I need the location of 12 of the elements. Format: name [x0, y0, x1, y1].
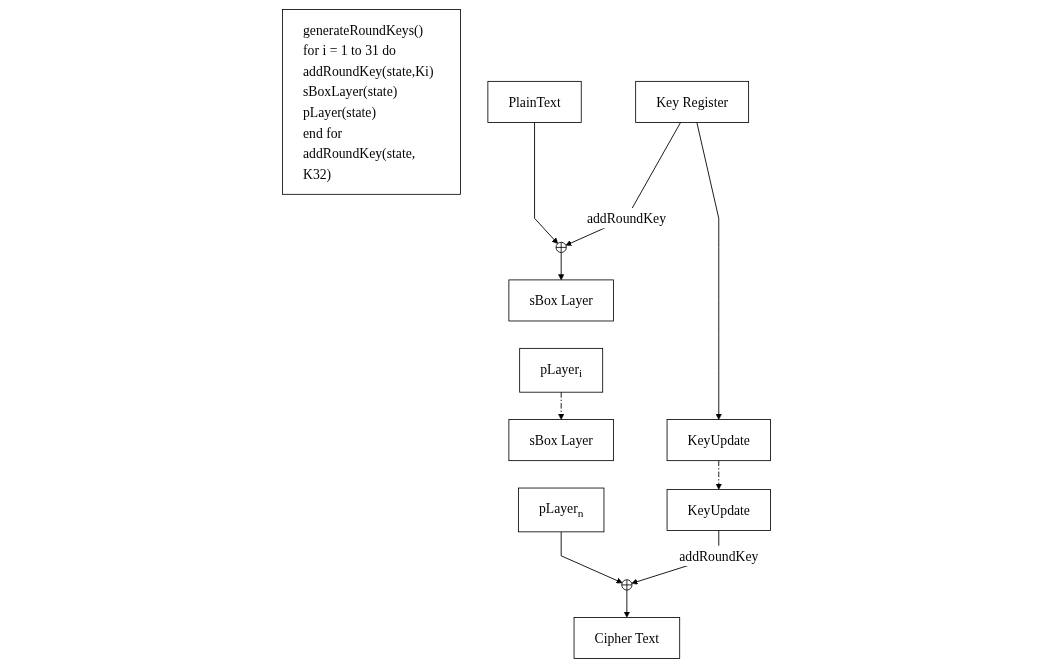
node-box: Cipher Text: [573, 617, 680, 659]
edge-label: addRoundKey: [678, 548, 758, 564]
node-box: KeyUpdate: [666, 489, 771, 531]
node-box: KeyUpdate: [666, 419, 771, 462]
edge-label: addRoundKey: [586, 210, 666, 226]
node-box: pLayer$_{n}$: [517, 487, 604, 533]
node-box: PlainText: [486, 80, 582, 123]
node-box: sBox Layer: [508, 279, 614, 322]
node-box: generateRoundKeys() for i = 1 to 31 do addRoundKey(state,Ki) sBoxLayer(state) pLayer(state) end for addRoundKey(state, K32): [281, 9, 461, 195]
node-box: pLayer$_{i}$: [518, 347, 603, 393]
node-box: Key Register: [634, 80, 749, 123]
node-box: sBox Layer: [508, 419, 614, 462]
